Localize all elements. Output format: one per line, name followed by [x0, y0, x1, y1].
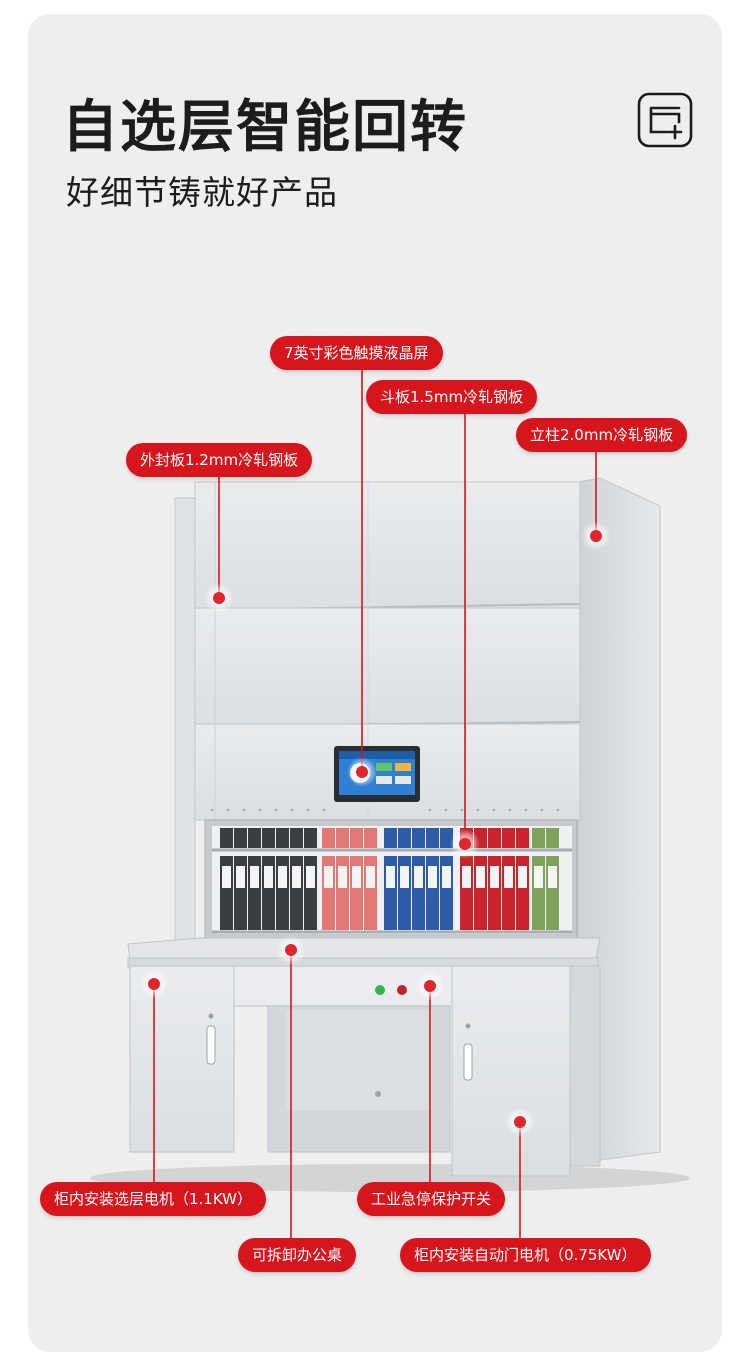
label-estop: 工业急停保护开关: [357, 1182, 506, 1216]
label-door-motor: 柜内安装自动门电机（0.75KW）: [400, 1238, 651, 1272]
label-outer-panel: 外封板1.2mm冷轧钢板: [126, 443, 313, 477]
label-column: 立柱2.0mm冷轧钢板: [516, 418, 688, 452]
page-title: 自选层智能回转: [62, 95, 468, 160]
label-layer-motor: 柜内安装选层电机（1.1KW）: [40, 1182, 266, 1216]
label-touchscreen: 7英寸彩色触摸液晶屏: [270, 336, 443, 370]
label-desk: 可拆卸办公桌: [238, 1238, 357, 1272]
label-drawer-plate: 斗板1.5mm冷轧钢板: [366, 380, 538, 414]
add-window-icon[interactable]: [637, 92, 693, 148]
page-subtitle: 好细节铸就好产品: [66, 173, 338, 212]
